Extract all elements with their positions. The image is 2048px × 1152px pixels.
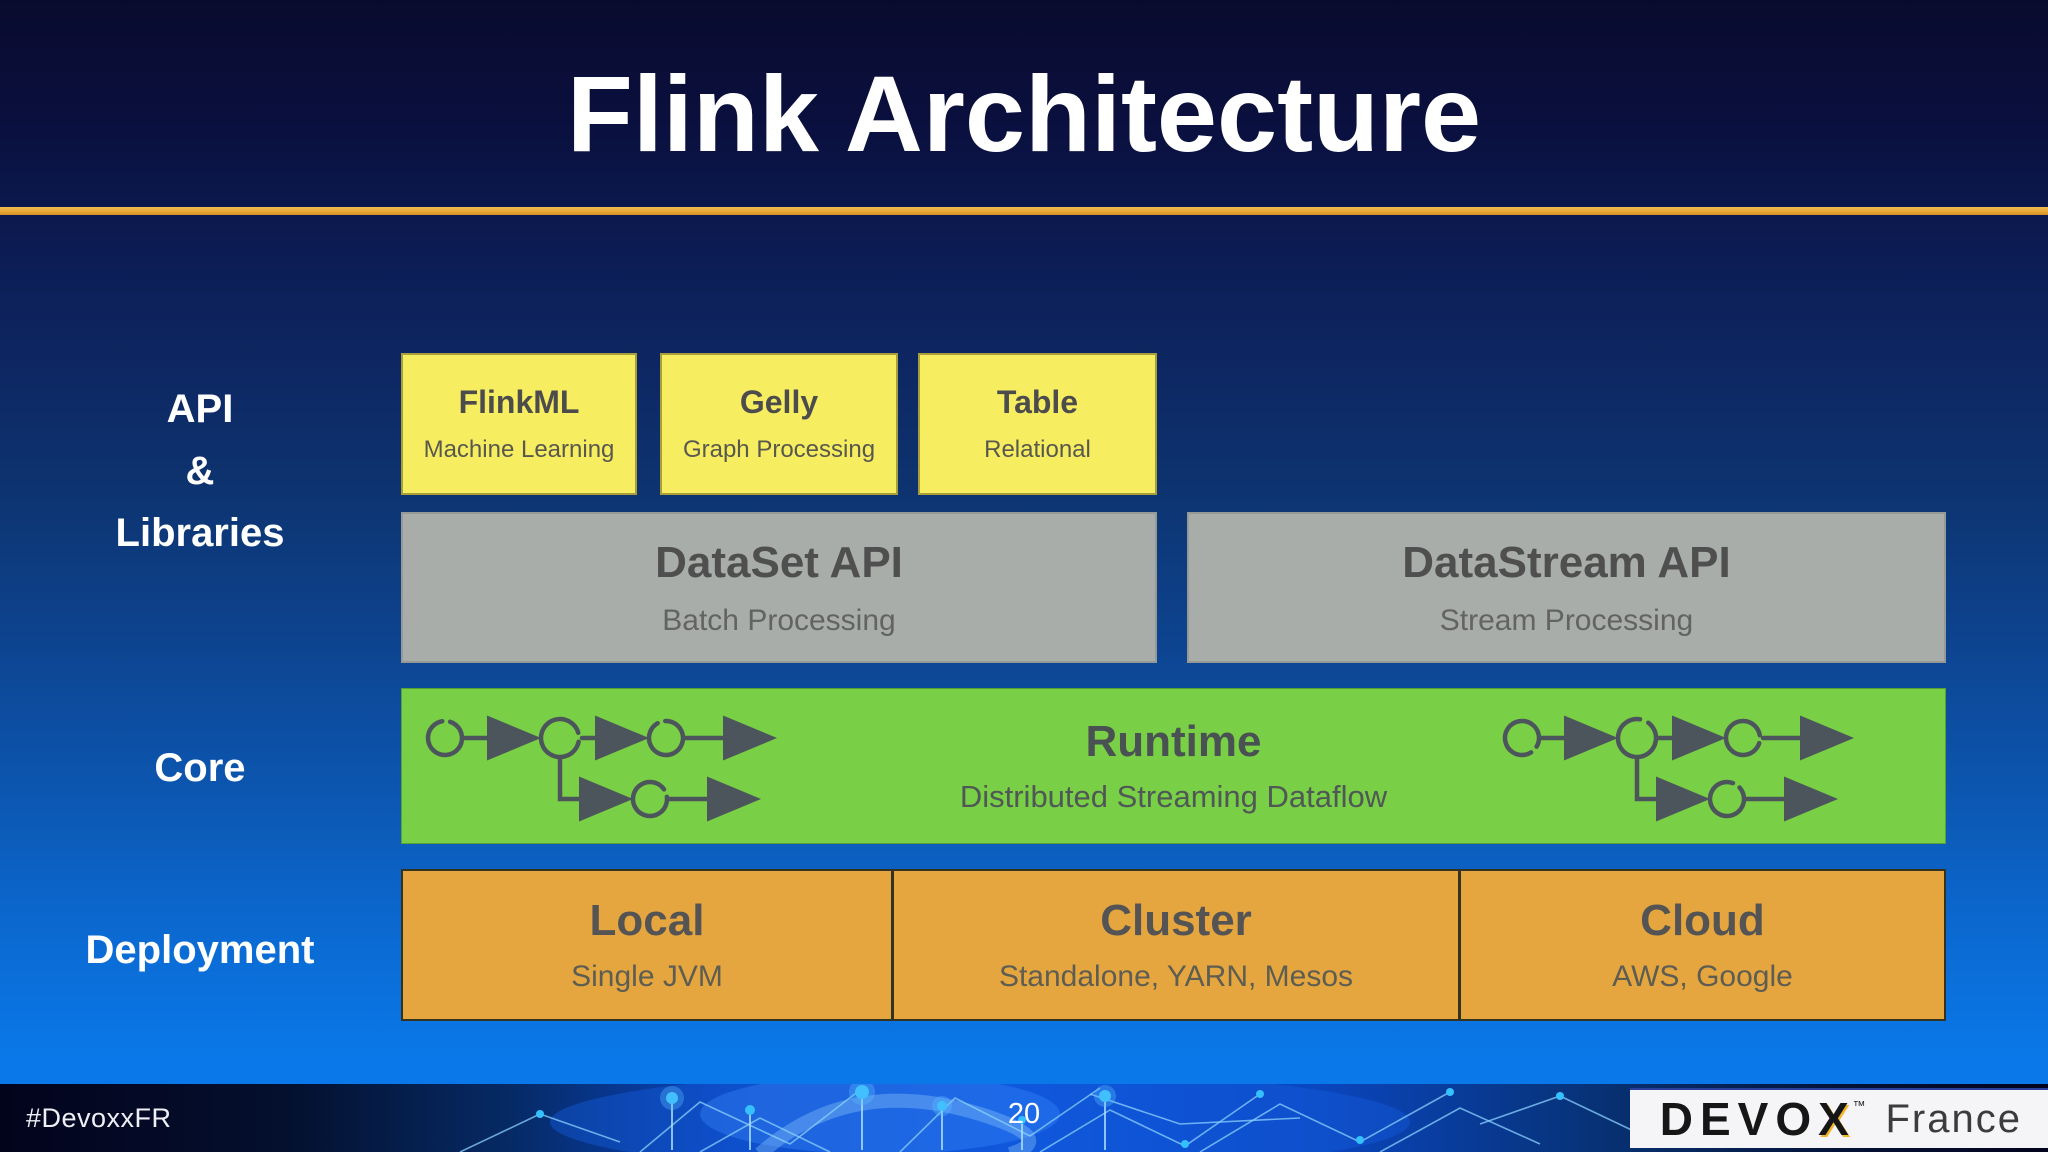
- row-label-core: Core: [154, 746, 246, 790]
- deployment-name: Local: [589, 896, 705, 945]
- row-label-api-libraries: API & Libraries: [0, 378, 400, 564]
- library-desc: Relational: [984, 436, 1091, 463]
- library-desc: Machine Learning: [423, 436, 615, 463]
- library-name: Table: [996, 384, 1079, 420]
- core-runtime-box: Runtime Distributed Streaming Dataflow: [401, 688, 1946, 844]
- core-runtime-text: Runtime Distributed Streaming Dataflow: [850, 717, 1497, 815]
- row-label-deployment: Deployment: [85, 928, 315, 972]
- deployment-row: Local Single JVM Cluster Standalone, YAR…: [401, 869, 1946, 1021]
- api-name: DataStream API: [1402, 537, 1731, 587]
- network-background-graphic: [459, 1084, 1641, 1152]
- deployment-desc: Single JVM: [571, 960, 723, 993]
- page-title: Flink Architecture: [566, 53, 1482, 174]
- core-desc: Distributed Streaming Dataflow: [959, 779, 1388, 814]
- row-label-line: Libraries: [115, 511, 285, 555]
- api-box-dataset: DataSet API Batch Processing: [401, 512, 1157, 663]
- row-label-line: API: [166, 387, 234, 431]
- header-divider: [0, 207, 2048, 215]
- deployment-box-cloud: Cloud AWS, Google: [1461, 871, 1944, 1019]
- logo-text-france: France: [1885, 1096, 2022, 1141]
- dataflow-graph-doodle-left: [425, 715, 777, 822]
- deployment-box-local: Local Single JVM: [403, 871, 891, 1019]
- footer-bar: #DevoxxFR 20 DEVOX X ™ France: [0, 1084, 2048, 1152]
- deployment-desc: AWS, Google: [1612, 960, 1793, 993]
- api-desc: Stream Processing: [1439, 603, 1694, 637]
- deployment-name: Cloud: [1640, 896, 1765, 945]
- deployment-box-cluster: Cluster Standalone, YARN, Mesos: [894, 871, 1458, 1019]
- event-hashtag: #DevoxxFR: [26, 1102, 172, 1133]
- row-label-line: &: [185, 449, 215, 493]
- deployment-desc: Standalone, YARN, Mesos: [998, 960, 1354, 993]
- logo-trademark: ™: [1852, 1097, 1866, 1113]
- library-desc: Graph Processing: [682, 436, 876, 463]
- library-box-flinkml: FlinkML Machine Learning: [401, 353, 637, 495]
- devoxx-france-logo: DEVOX X ™ France: [1629, 1088, 2048, 1148]
- api-desc: Batch Processing: [662, 603, 896, 637]
- slide-page-number: 20: [1007, 1097, 1041, 1130]
- library-box-table: Table Relational: [918, 353, 1157, 495]
- library-box-gelly: Gelly Graph Processing: [660, 353, 898, 495]
- deployment-name: Cluster: [1100, 896, 1252, 945]
- api-name: DataSet API: [655, 537, 903, 587]
- logo-gold-x: X: [1819, 1095, 1851, 1147]
- logo-text-devoxx: DEVOX: [1659, 1093, 1856, 1145]
- dataflow-graph-doodle-right: [1502, 715, 1854, 822]
- api-box-datastream: DataStream API Stream Processing: [1187, 512, 1946, 663]
- core-name: Runtime: [1085, 717, 1262, 766]
- library-name: FlinkML: [458, 384, 580, 420]
- library-name: Gelly: [739, 384, 819, 420]
